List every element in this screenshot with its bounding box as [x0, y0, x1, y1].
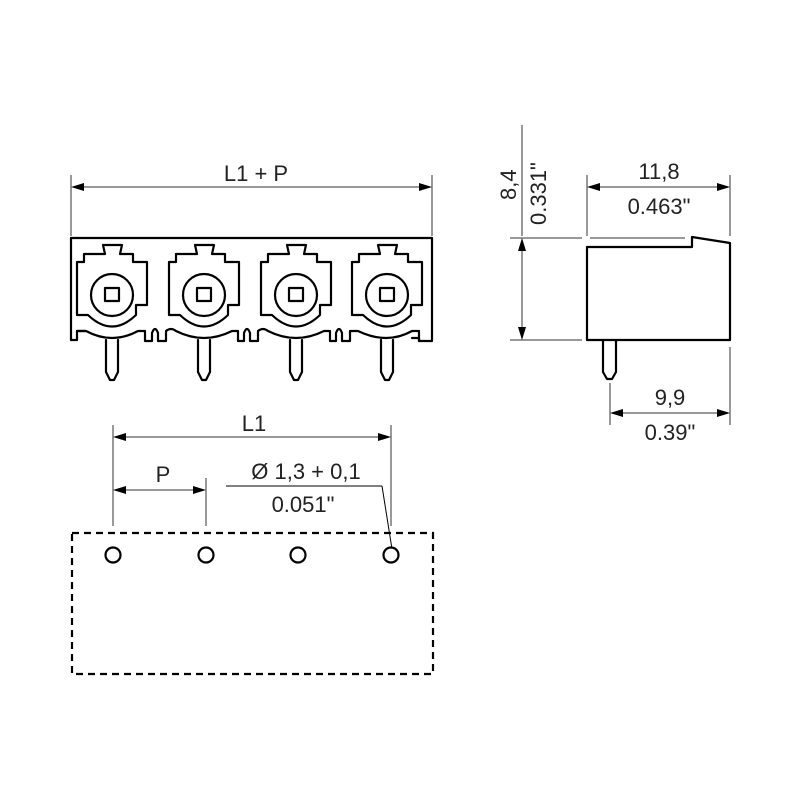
hole-diameter-callout: Ø 1,3 + 0,1 0.051" — [226, 459, 393, 550]
side-pin — [601, 339, 618, 381]
pcb-hole-4 — [382, 546, 400, 564]
pcb-footprint-outline — [70, 531, 435, 676]
side-view: 8,4 0.331" 11,8 0.463" 9,9 0.39" — [496, 125, 732, 445]
housing-bottom-rail — [75, 327, 421, 343]
side-housing — [585, 235, 732, 342]
footprint-view: L1 P Ø 1,3 + 0,1 0.051" — [70, 411, 435, 676]
dimension-pin-offset: 9,9 0.39" — [609, 347, 731, 445]
pitch-label: P — [156, 462, 171, 487]
height-metric-label: 8,4 — [496, 169, 521, 200]
terminal-pocket-1 — [75, 243, 149, 382]
pin-offset-metric-label: 9,9 — [655, 385, 686, 410]
front-view: L1 + P — [69, 161, 434, 382]
connector-housing — [69, 236, 434, 343]
overall-length-label: L1 + P — [224, 161, 288, 186]
depth-imperial-label: 0.463" — [628, 194, 691, 219]
dimension-depth: 11,8 0.463" — [586, 159, 731, 239]
pcb-hole-2 — [197, 546, 215, 564]
dimension-height: 8,4 0.331" — [496, 125, 582, 341]
depth-metric-label: 11,8 — [638, 159, 679, 184]
terminal-pocket-4 — [350, 243, 424, 382]
pcb-hole-1 — [104, 546, 122, 564]
dimension-pin-span: L1 — [112, 411, 392, 526]
pin-span-label: L1 — [242, 411, 266, 436]
pin-offset-imperial-label: 0.39" — [645, 420, 696, 445]
height-imperial-label: 0.331" — [526, 162, 551, 225]
hole-diameter-metric-label: Ø 1,3 + 0,1 — [251, 459, 360, 484]
pcb-hole-3 — [289, 546, 307, 564]
terminal-pocket-3 — [259, 243, 333, 382]
terminal-pocket-2 — [167, 243, 241, 382]
dimension-overall-length: L1 + P — [70, 161, 433, 236]
dimension-pitch: P — [113, 462, 207, 526]
hole-diameter-imperial-label: 0.051" — [272, 492, 335, 517]
